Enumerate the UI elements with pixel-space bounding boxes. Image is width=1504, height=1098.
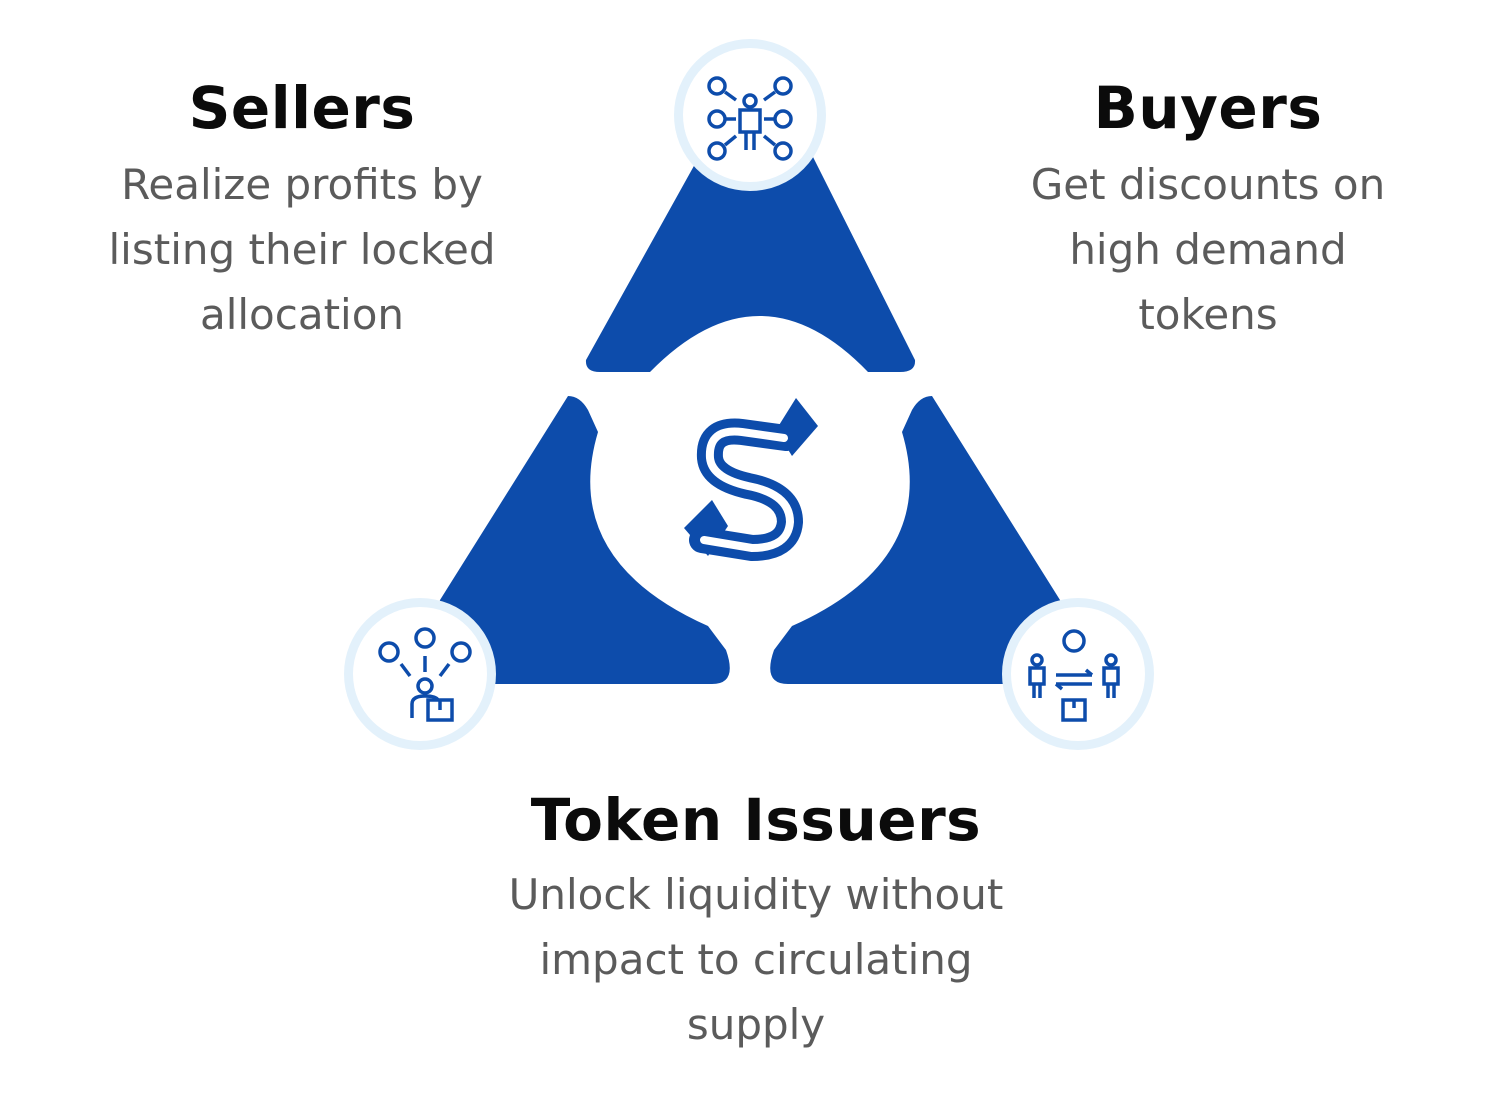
person-with-dollar-coins-icon [707,76,793,161]
triangle-segment-left [420,396,730,684]
token-issuers-block: Token Issuers Unlock liquidity without i… [446,786,1066,1057]
token-issuers-line-1: Unlock liquidity without [508,870,1004,919]
buyers-line-1: Get discounts on [1030,160,1386,209]
ring-left [344,598,496,750]
buyers-block: Buyers Get discounts on high demand toke… [966,74,1450,347]
s-swap-arrows-logo [684,398,818,561]
token-issuers-description: Unlock liquidity without impact to circu… [446,862,1066,1057]
token-issuers-line-2: impact to circulating [539,935,973,984]
triangle-segment-top [585,155,916,372]
buyers-line-3: tokens [1138,290,1278,339]
triangle-segment-right [770,396,1080,684]
sellers-line-1: Realize profits by [121,160,483,209]
token-issuers-line-3: supply [686,1000,826,1049]
sellers-description: Realize profits by listing their locked … [60,152,544,347]
sellers-line-3: allocation [199,290,405,339]
distribute-to-users-icon [378,627,472,722]
ring-top [674,39,826,191]
buyers-description: Get discounts on high demand tokens [966,152,1450,347]
buyers-title: Buyers [1093,74,1323,142]
sellers-block: Sellers Realize profits by listing their… [60,74,544,347]
sellers-line-2: listing their locked [108,225,496,274]
buyers-line-2: high demand [1069,225,1347,274]
people-exchange-dollar-icon [1028,629,1120,722]
sellers-title: Sellers [188,74,416,142]
token-issuers-title: Token Issuers [530,786,982,854]
